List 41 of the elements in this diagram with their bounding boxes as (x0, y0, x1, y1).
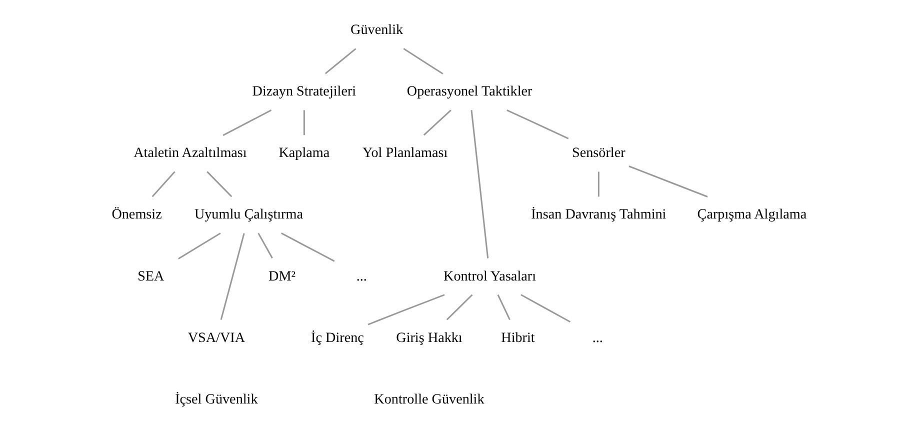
connector (302, 110, 304, 136)
node-text: Güvenlik (350, 22, 403, 38)
connector (628, 166, 708, 198)
connector (206, 171, 232, 198)
connector (597, 172, 599, 197)
label: Kontrolle Güvenlik (374, 391, 484, 408)
connector (496, 294, 510, 320)
connector (257, 232, 272, 258)
connector (280, 232, 334, 262)
connector (367, 294, 444, 326)
connector (151, 171, 175, 198)
connector (520, 294, 570, 323)
node-text: Dizayn Stratejileri (252, 84, 356, 100)
node-text: Önemsiz (111, 206, 162, 223)
connector (222, 110, 272, 136)
connector (470, 110, 488, 258)
node-text: Sensörler (572, 145, 625, 162)
node-text: Çarpışma Algılama (696, 206, 806, 223)
connector (446, 294, 472, 320)
node-text: Giriş Hakkı (396, 330, 462, 346)
node-text: İç Direnç (310, 330, 364, 346)
node-text: Hibrit (500, 330, 534, 346)
connector (324, 48, 356, 74)
label: İçsel Güvenlik (174, 391, 258, 408)
node-text: SEA (137, 268, 164, 284)
node-text: Kaplama (278, 145, 330, 162)
node-text: Operasyonel Taktikler (406, 84, 532, 100)
connector (402, 48, 443, 74)
connector (506, 110, 568, 140)
node-text: İnsan Davranış Tahmini (530, 206, 666, 223)
node-text: Uyumlu Çalıştırma (194, 206, 303, 223)
node-text: ... (592, 330, 602, 346)
node-text: DM² (268, 268, 295, 284)
connector (422, 110, 451, 136)
node-text: Ataletin Azaltılması (133, 145, 246, 162)
connector (220, 233, 244, 320)
connector (178, 232, 220, 260)
node-text: ... (356, 268, 366, 284)
node-text: Yol Planlaması (362, 145, 448, 162)
node-text: VSA/VIA (187, 330, 245, 346)
node-text: Kontrol Yasaları (443, 268, 536, 284)
